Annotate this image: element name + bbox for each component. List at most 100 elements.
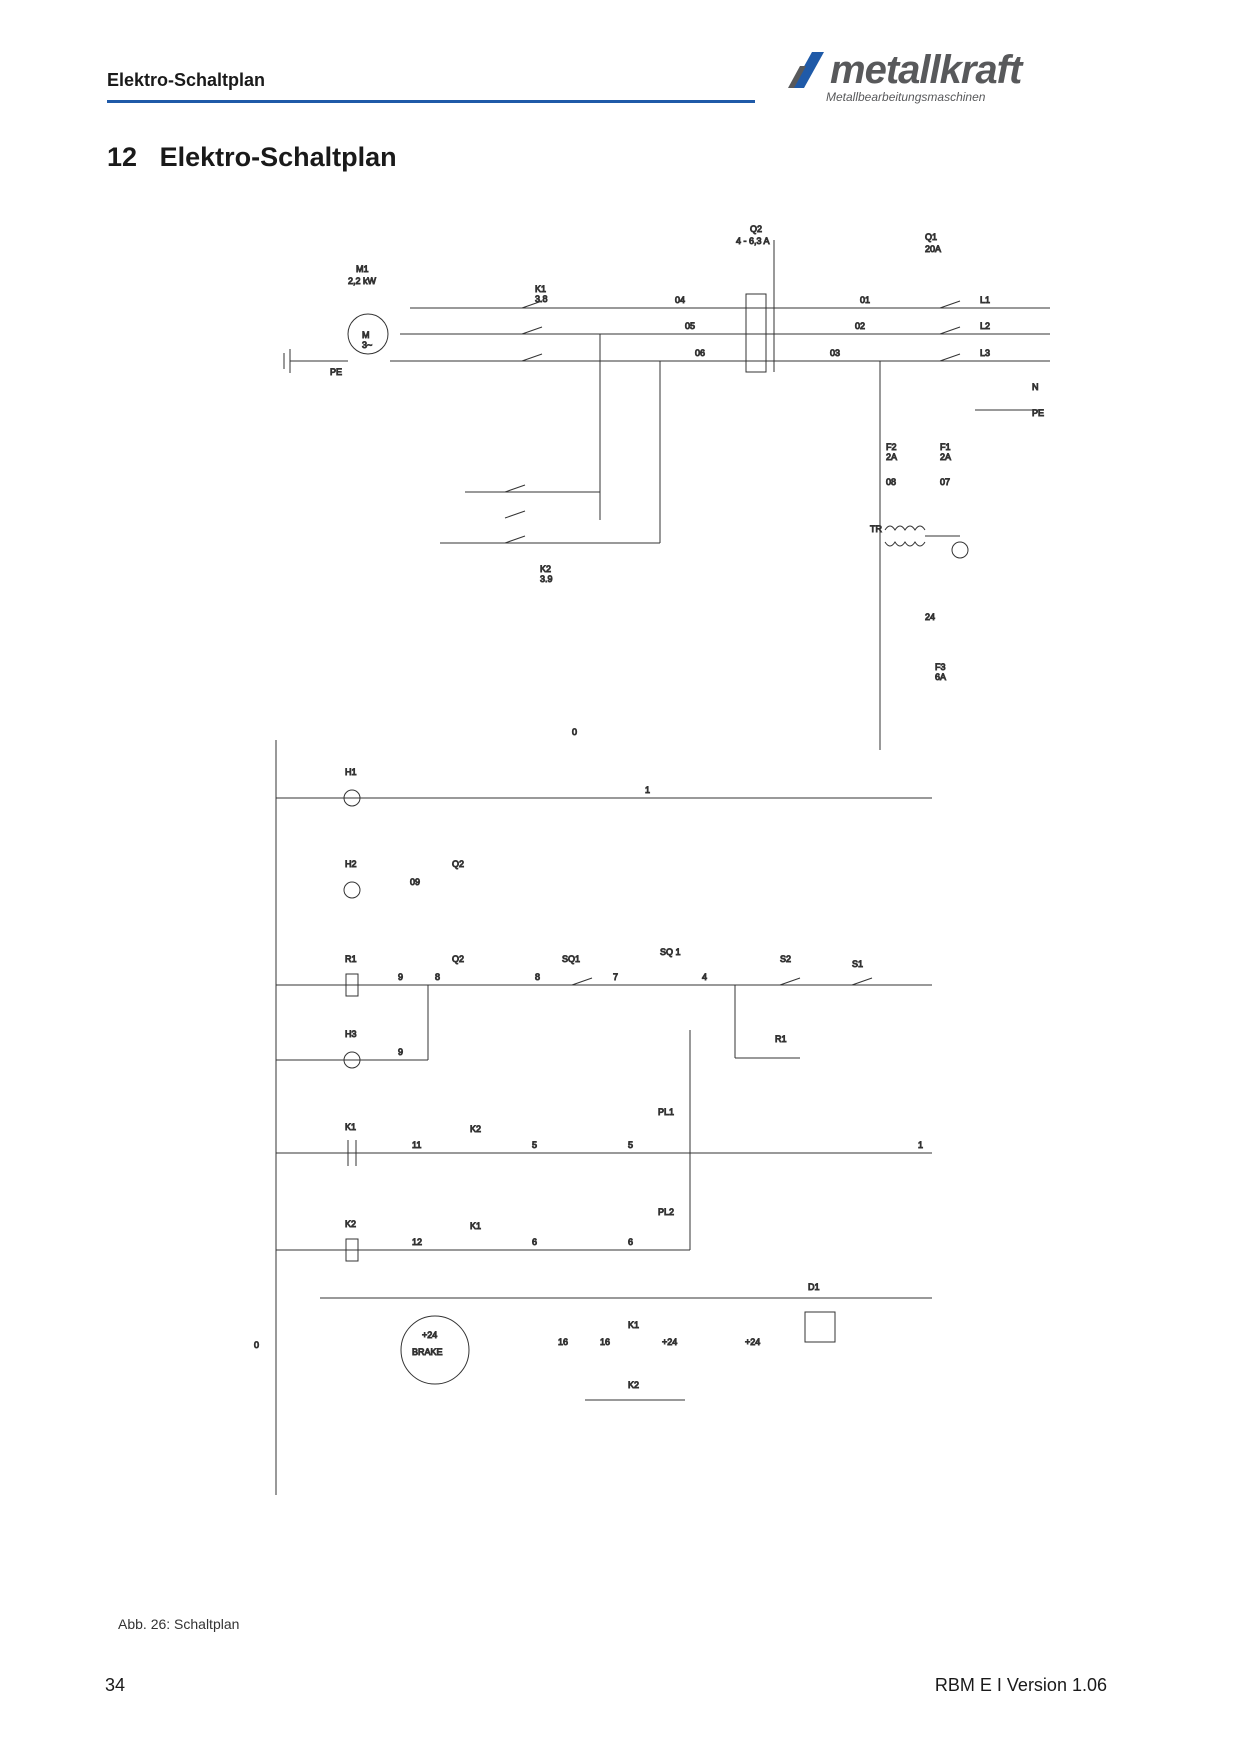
f2-rating: 2A xyxy=(886,452,897,462)
wiring-schematic: M 3~ M1 2,2 kW PE K1 3.8 04 05 06 Q2 4 -… xyxy=(254,224,1050,1495)
k1-brake-label: K1 xyxy=(628,1320,639,1330)
transformer-secondary xyxy=(884,541,926,547)
f2-label: F2 xyxy=(886,442,897,452)
k1-contact-3 xyxy=(521,353,543,362)
pl1-label: PL1 xyxy=(658,1107,674,1117)
node-5-left: 5 xyxy=(532,1140,537,1150)
sq1b-label: SQ 1 xyxy=(660,947,681,957)
pe-motor-label: PE xyxy=(330,367,342,377)
brake-plus24: +24 xyxy=(422,1330,437,1340)
wire-03-label: 03 xyxy=(830,348,840,358)
sq1-contact xyxy=(571,977,593,986)
k1-contact-1 xyxy=(521,300,543,309)
terminal-l3: L3 xyxy=(980,348,990,358)
q1-label: Q1 xyxy=(925,232,937,242)
lamp-h2 xyxy=(343,881,361,899)
node-0-bottom: 0 xyxy=(254,1340,259,1350)
q2-label: Q2 xyxy=(750,224,762,234)
k2-brake-label: K2 xyxy=(628,1380,639,1390)
section-heading: 12 Elektro-Schaltplan xyxy=(107,142,397,173)
section-title: Elektro-Schaltplan xyxy=(159,142,397,172)
q1-contact-2 xyxy=(939,326,961,335)
node-16-left: 16 xyxy=(558,1337,568,1347)
lamp-h2-label: H2 xyxy=(345,859,357,869)
q1-contact-1 xyxy=(939,300,961,309)
motor-phase-label: 3~ xyxy=(362,340,372,350)
node-16-right: 16 xyxy=(600,1337,610,1347)
rectifier-d1-label: D1 xyxy=(808,1282,820,1292)
relay-r1-coil xyxy=(345,973,359,997)
motor-symbol-label: M xyxy=(362,330,370,340)
node-7: 7 xyxy=(613,972,618,982)
relay-k1-label: K1 xyxy=(345,1122,356,1132)
lamp-h1-label: H1 xyxy=(345,767,357,777)
wire-06-label: 06 xyxy=(695,348,705,358)
motor-m1-symbol xyxy=(347,313,389,355)
k2-power-label: K2 xyxy=(540,564,551,574)
node-8-right: 8 xyxy=(535,972,540,982)
lamp-h3-label: H3 xyxy=(345,1029,357,1039)
node-1: 1 xyxy=(645,785,650,795)
r1-contact-label: R1 xyxy=(775,1034,787,1044)
q1-contact-3 xyxy=(939,353,961,362)
transformer-primary xyxy=(884,525,926,531)
relay-k2-coil xyxy=(345,1238,359,1262)
wire-07-label: 07 xyxy=(940,477,950,487)
terminal-n: N xyxy=(1032,382,1039,392)
wire-04-label: 04 xyxy=(675,295,685,305)
node-9-lower: 9 xyxy=(398,1047,403,1057)
pl2-label: PL2 xyxy=(658,1207,674,1217)
wire-24-label: 24 xyxy=(925,612,935,622)
plus24-mid: +24 xyxy=(662,1337,677,1347)
k2-contact-3 xyxy=(504,535,526,544)
logo-wordmark: metallkraft xyxy=(830,48,1022,92)
section-number: 12 xyxy=(107,142,138,172)
transformer-terminal xyxy=(951,541,969,559)
f3-rating: 6A xyxy=(935,672,946,682)
k1-contact-2 xyxy=(521,326,543,335)
wire-05-label: 05 xyxy=(685,321,695,331)
k2-power-ref: 3.9 xyxy=(540,574,553,584)
node-1-right: 1 xyxy=(918,1140,923,1150)
node-6-right: 6 xyxy=(628,1237,633,1247)
motor-power-label: 2,2 kW xyxy=(348,276,377,286)
page-header-title: Elektro-Schaltplan xyxy=(107,70,266,90)
f1-rating: 2A xyxy=(940,452,951,462)
plus24-right: +24 xyxy=(745,1337,760,1347)
node-6-left: 6 xyxy=(532,1237,537,1247)
k2-contact-2 xyxy=(504,510,526,519)
node-12: 12 xyxy=(412,1237,422,1247)
q2-range-label: 4 - 6,3 A xyxy=(736,236,770,246)
lamp-h3 xyxy=(343,1051,361,1069)
relay-k2-label: K2 xyxy=(345,1219,356,1229)
node-5-right: 5 xyxy=(628,1140,633,1150)
f3-label: F3 xyxy=(935,662,946,672)
brake-label: BRAKE xyxy=(412,1347,443,1357)
k1-interlock-label: K1 xyxy=(470,1221,481,1231)
motor-label: M1 xyxy=(356,264,369,274)
f1-label: F1 xyxy=(940,442,951,452)
logo-mark-icon xyxy=(788,52,824,88)
node-9-upper: 9 xyxy=(398,972,403,982)
q2-aux-2-label: Q2 xyxy=(452,954,464,964)
header-rule xyxy=(107,100,755,103)
sq1-label: SQ1 xyxy=(562,954,580,964)
k2-contact-1 xyxy=(504,484,526,493)
q2-aux-label: Q2 xyxy=(452,859,464,869)
brand-logo: metallkraft Metallbearbeitungsmaschinen xyxy=(786,46,1116,106)
relay-r1-label: R1 xyxy=(345,954,357,964)
wire-01-label: 01 xyxy=(860,295,870,305)
q1-rating: 20A xyxy=(925,244,941,254)
wire-08-label: 08 xyxy=(886,477,896,487)
node-09: 09 xyxy=(410,877,420,887)
lamp-h1 xyxy=(343,789,361,807)
s2-contact xyxy=(779,977,801,986)
k1-power-ref: 3.8 xyxy=(535,294,548,304)
rectifier-d1 xyxy=(804,1311,836,1343)
footer-version: RBM E I Version 1.06 xyxy=(934,1675,1107,1695)
figure-caption: Abb. 26: Schaltplan xyxy=(118,1616,240,1632)
node-4-left: 4 xyxy=(702,972,707,982)
k2-interlock-label: K2 xyxy=(470,1124,481,1134)
terminal-pe: PE xyxy=(1032,408,1044,418)
terminal-l1: L1 xyxy=(980,295,990,305)
